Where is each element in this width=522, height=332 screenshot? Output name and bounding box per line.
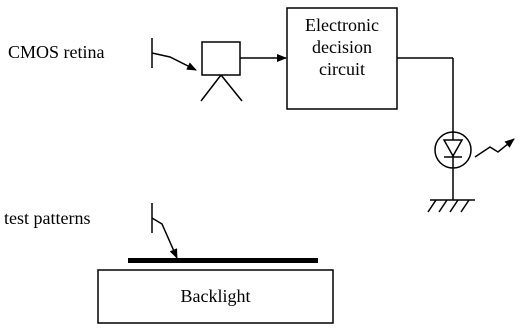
backlight-box (97, 269, 334, 324)
led-diode-icon (434, 131, 472, 169)
test-pattern-slab (128, 258, 318, 263)
decision-circuit-line2: decision (312, 37, 372, 57)
decision-circuit-line3: circuit (319, 59, 365, 79)
circuit-to-led-wire (397, 57, 454, 132)
decision-circuit-label: Electronic decision circuit (287, 14, 397, 80)
cmos-retina-pointer (151, 38, 197, 71)
test-patterns-label: test patterns (4, 208, 91, 228)
ground-icon (427, 168, 475, 213)
cmos-retina-label: CMOS retina (8, 42, 105, 62)
backlight-label: Backlight (180, 286, 251, 306)
decision-circuit-box (286, 7, 398, 110)
test-patterns-pointer (151, 203, 178, 259)
light-emission-icon (474, 138, 515, 158)
camera-icon (200, 41, 243, 102)
decision-circuit-line1: Electronic (305, 15, 379, 35)
